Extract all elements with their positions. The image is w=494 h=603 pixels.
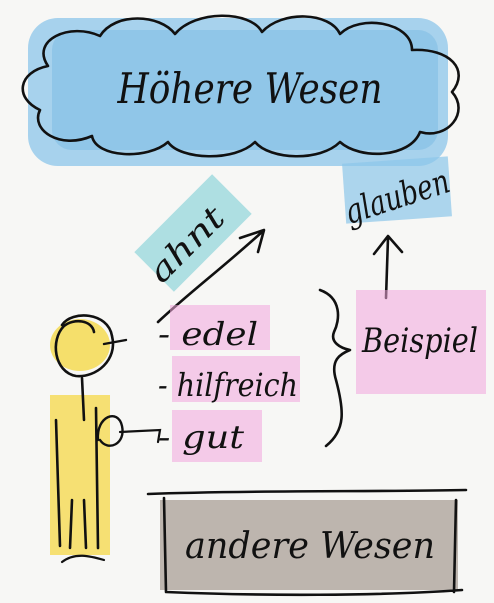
example-highlight [356, 290, 486, 394]
person-ground [60, 554, 106, 564]
believe-highlight [342, 156, 452, 224]
cloud-highlight-inner [52, 30, 438, 150]
quality-item-1: - edel [158, 315, 258, 353]
quality-highlight-1 [170, 305, 270, 350]
person-hand [118, 428, 162, 444]
other-beings-highlight [160, 500, 458, 590]
quality-highlight-3 [172, 410, 262, 462]
other-beings-border [146, 488, 468, 597]
bracket [318, 288, 352, 448]
person-body [54, 376, 100, 550]
quality-item-2: - hilfreich [158, 366, 298, 404]
example-group: Beispiel [318, 288, 486, 448]
cloud-label: Höhere Wesen [117, 64, 383, 113]
believe-arrow [372, 234, 404, 300]
quality-item-3: - gut [158, 418, 244, 456]
other-beings-box: andere Wesen [146, 488, 468, 597]
person-mouth [102, 338, 128, 346]
sense-arrow [156, 228, 266, 324]
cloud-outline [21, 14, 460, 158]
believe-group: glauben [340, 156, 455, 300]
other-beings-label: andere Wesen [185, 526, 435, 567]
sense-highlight [134, 174, 252, 292]
person-arm [96, 415, 124, 447]
quality-highlight-2 [172, 356, 300, 402]
person-figure [50, 314, 162, 564]
cloud-higher-beings: Höhere Wesen [21, 14, 460, 166]
sense-group: ahnt [134, 174, 266, 324]
qualities-list: - edel - hilfreich - gut [158, 305, 300, 462]
example-label: Beispiel [361, 321, 478, 361]
person-head [54, 314, 115, 378]
